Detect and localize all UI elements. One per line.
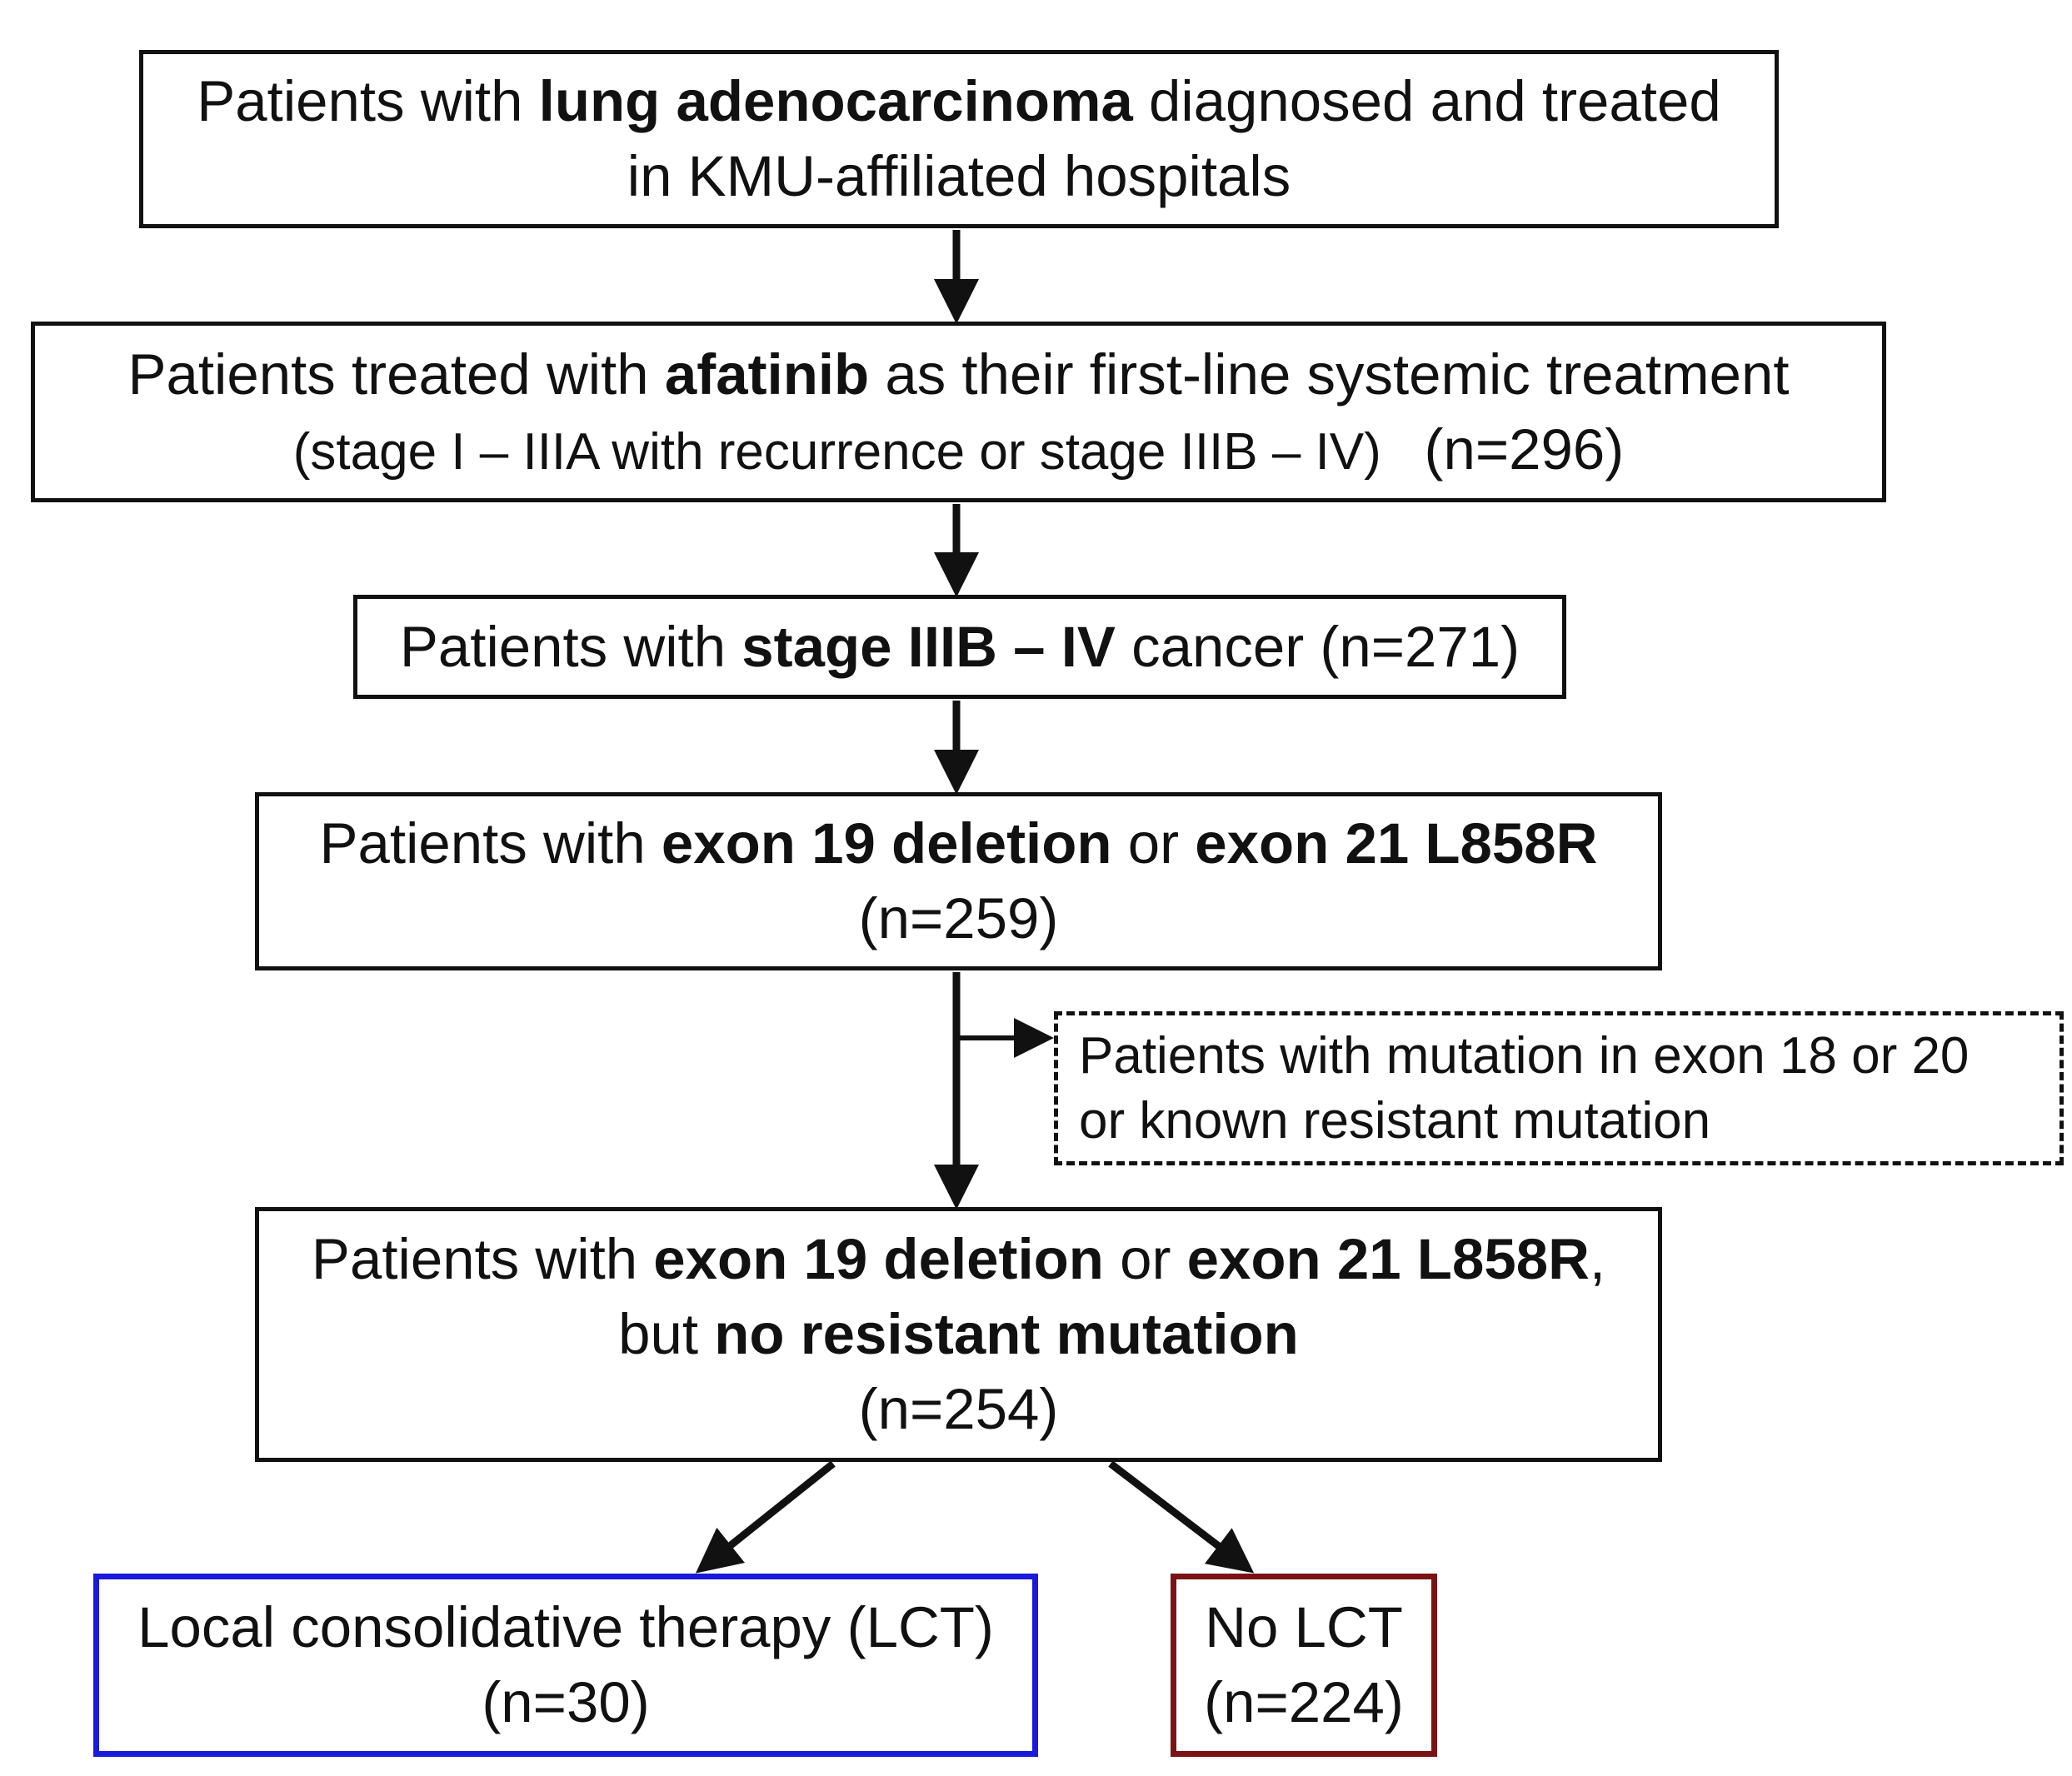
- box5-line3: (n=254): [858, 1376, 1059, 1441]
- box5-bold: exon 21 L858R: [1186, 1227, 1590, 1292]
- box1-line2: in KMU-affiliated hospitals: [627, 144, 1291, 208]
- box3-bold: stage IIIB – IV: [741, 614, 1116, 679]
- exclusion-line1: Patients with mutation in exon 18 or 20: [1079, 1027, 1970, 1085]
- box5-text: but: [618, 1302, 715, 1367]
- box-no-resistant-mutation: Patients with exon 19 deletion or exon 2…: [255, 1207, 1662, 1462]
- box5-line1: Patients with exon 19 deletion or exon 2…: [312, 1222, 1605, 1297]
- box1-text: diagnosed and treated: [1132, 69, 1721, 134]
- box3-text: cancer (n=271): [1115, 614, 1520, 679]
- box-lung-adenocarcinoma-patients: Patients with lung adenocarcinoma diagno…: [139, 50, 1779, 228]
- box4-text: Patients with: [319, 811, 662, 876]
- box4-line1: Patients with exon 19 deletion or exon 2…: [320, 806, 1598, 881]
- box-exclusion-exon18-20: Patients with mutation in exon 18 or 20 …: [1054, 1011, 2064, 1165]
- box4-line2: (n=259): [858, 886, 1059, 950]
- box5-bold: no resistant mutation: [714, 1302, 1299, 1367]
- arrow-box5-to-nolct: [1108, 1460, 1255, 1574]
- box2-bold: afatinib: [664, 342, 870, 407]
- box4-bold: exon 19 deletion: [661, 811, 1112, 876]
- box2-count: (n=296): [1424, 417, 1625, 481]
- box-afatinib-first-line: Patients treated with afatinib as their …: [31, 322, 1886, 502]
- box5-bold: exon 19 deletion: [653, 1227, 1104, 1292]
- box-exon19-or-exon21: Patients with exon 19 deletion or exon 2…: [255, 792, 1662, 970]
- box5-text: or: [1103, 1227, 1187, 1292]
- box1-line1: Patients with lung adenocarcinoma diagno…: [197, 64, 1720, 139]
- box-lct-group: Local consolidative therapy (LCT) (n=30): [93, 1574, 1038, 1757]
- box-no-lct-group: No LCT (n=224): [1171, 1574, 1437, 1757]
- box-stage-iiib-iv: Patients with stage IIIB – IV cancer (n=…: [353, 595, 1566, 699]
- box5-text: Patients with: [311, 1227, 654, 1292]
- box2-stage-note: (stage I – IIIA with recurrence or stage…: [292, 422, 1381, 481]
- box2-text: as their first-line systemic treatment: [869, 342, 1790, 407]
- box4-text: or: [1111, 811, 1196, 876]
- lct-line2: (n=30): [482, 1670, 650, 1734]
- nolct-line1: No LCT: [1205, 1595, 1403, 1660]
- box1-bold: lung adenocarcinoma: [538, 69, 1133, 134]
- box2-line2: (stage I – IIIA with recurrence or stage…: [293, 412, 1624, 487]
- lct-line1: Local consolidative therapy (LCT): [137, 1595, 994, 1660]
- arrow-box5-to-lct: [695, 1460, 836, 1574]
- box1-text: Patients with: [197, 69, 539, 134]
- box5-line2: but no resistant mutation: [618, 1297, 1299, 1372]
- nolct-line2: (n=224): [1204, 1670, 1404, 1734]
- box3-text: Patients with: [399, 614, 742, 679]
- box2-text: Patients treated with: [127, 342, 665, 407]
- box5-text: ,: [1589, 1227, 1606, 1292]
- exclusion-line2: or known resistant mutation: [1079, 1091, 1711, 1150]
- box3-line1: Patients with stage IIIB – IV cancer (n=…: [400, 610, 1520, 685]
- box4-bold: exon 21 L858R: [1195, 811, 1598, 876]
- box2-line1: Patients treated with afatinib as their …: [127, 337, 1789, 412]
